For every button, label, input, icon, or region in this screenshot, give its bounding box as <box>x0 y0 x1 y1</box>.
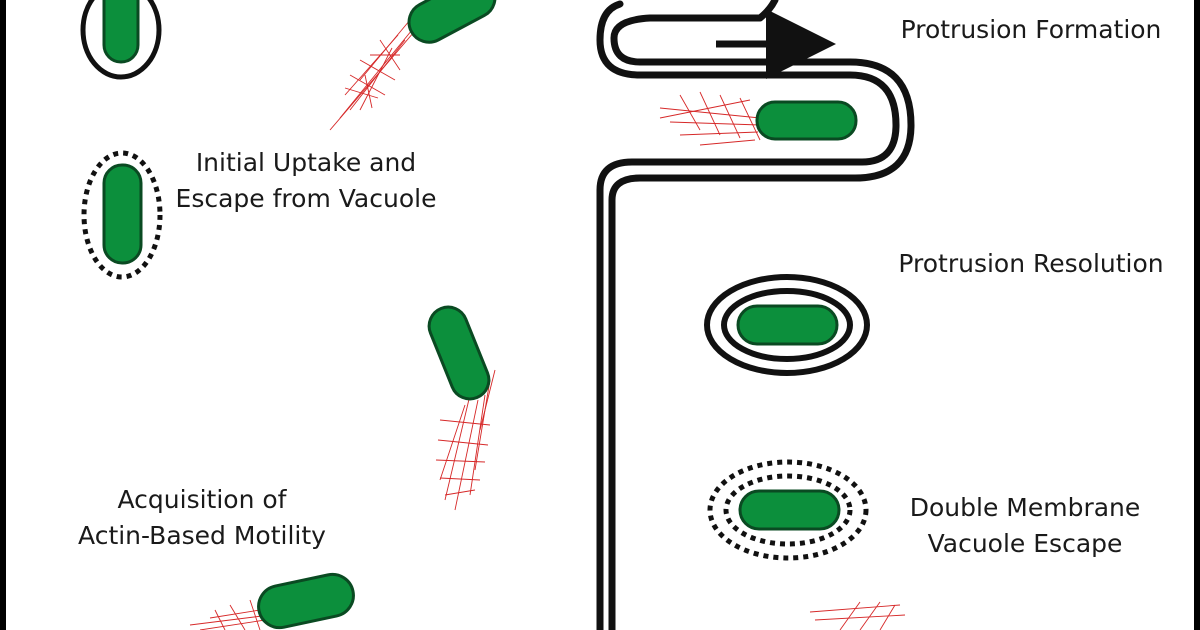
label-line: Double Membrane <box>909 493 1141 522</box>
bacterium <box>736 304 839 346</box>
protrusion-resolution-label: Protrusion Resolution <box>898 249 1164 278</box>
actin-motility-label: Acquisition of Actin-Based Motility <box>70 482 334 554</box>
label-line: Actin-Based Motility <box>78 521 326 550</box>
bacterium <box>738 489 841 531</box>
actin-tail <box>809 601 906 630</box>
label-line: Escape from Vacuole <box>175 184 437 213</box>
inner-broken-membrane <box>723 473 853 547</box>
actin-tail <box>329 19 421 131</box>
label-line: Vacuole Escape <box>927 529 1123 558</box>
bacterium <box>427 305 491 401</box>
bacterium <box>257 572 355 630</box>
cell-membrane <box>596 0 900 630</box>
broken-vacuole-membrane <box>81 150 163 280</box>
protrusion-formation-label: Protrusion Formation <box>900 15 1162 44</box>
left-border <box>0 0 6 630</box>
label-line: Acquisition of <box>117 485 287 514</box>
initial-uptake-label: Initial Uptake and Escape from Vacuole <box>170 145 442 217</box>
bacterium <box>755 100 858 141</box>
bacterium <box>407 0 497 44</box>
actin-tail <box>659 91 761 146</box>
inner-vacuole-membrane <box>721 288 853 362</box>
vacuole-membrane <box>80 0 162 80</box>
outer-broken-membrane <box>707 459 869 561</box>
neighbor-cell-membrane <box>608 0 915 630</box>
bacterium <box>102 163 143 265</box>
actin-tail <box>189 599 271 630</box>
actin-tail <box>435 369 496 511</box>
label-line: Initial Uptake and <box>195 148 417 177</box>
double-membrane-label: Double Membrane Vacuole Escape <box>900 490 1150 562</box>
outer-vacuole-membrane <box>704 274 870 376</box>
bacterium <box>102 0 140 64</box>
right-border <box>1194 0 1200 630</box>
